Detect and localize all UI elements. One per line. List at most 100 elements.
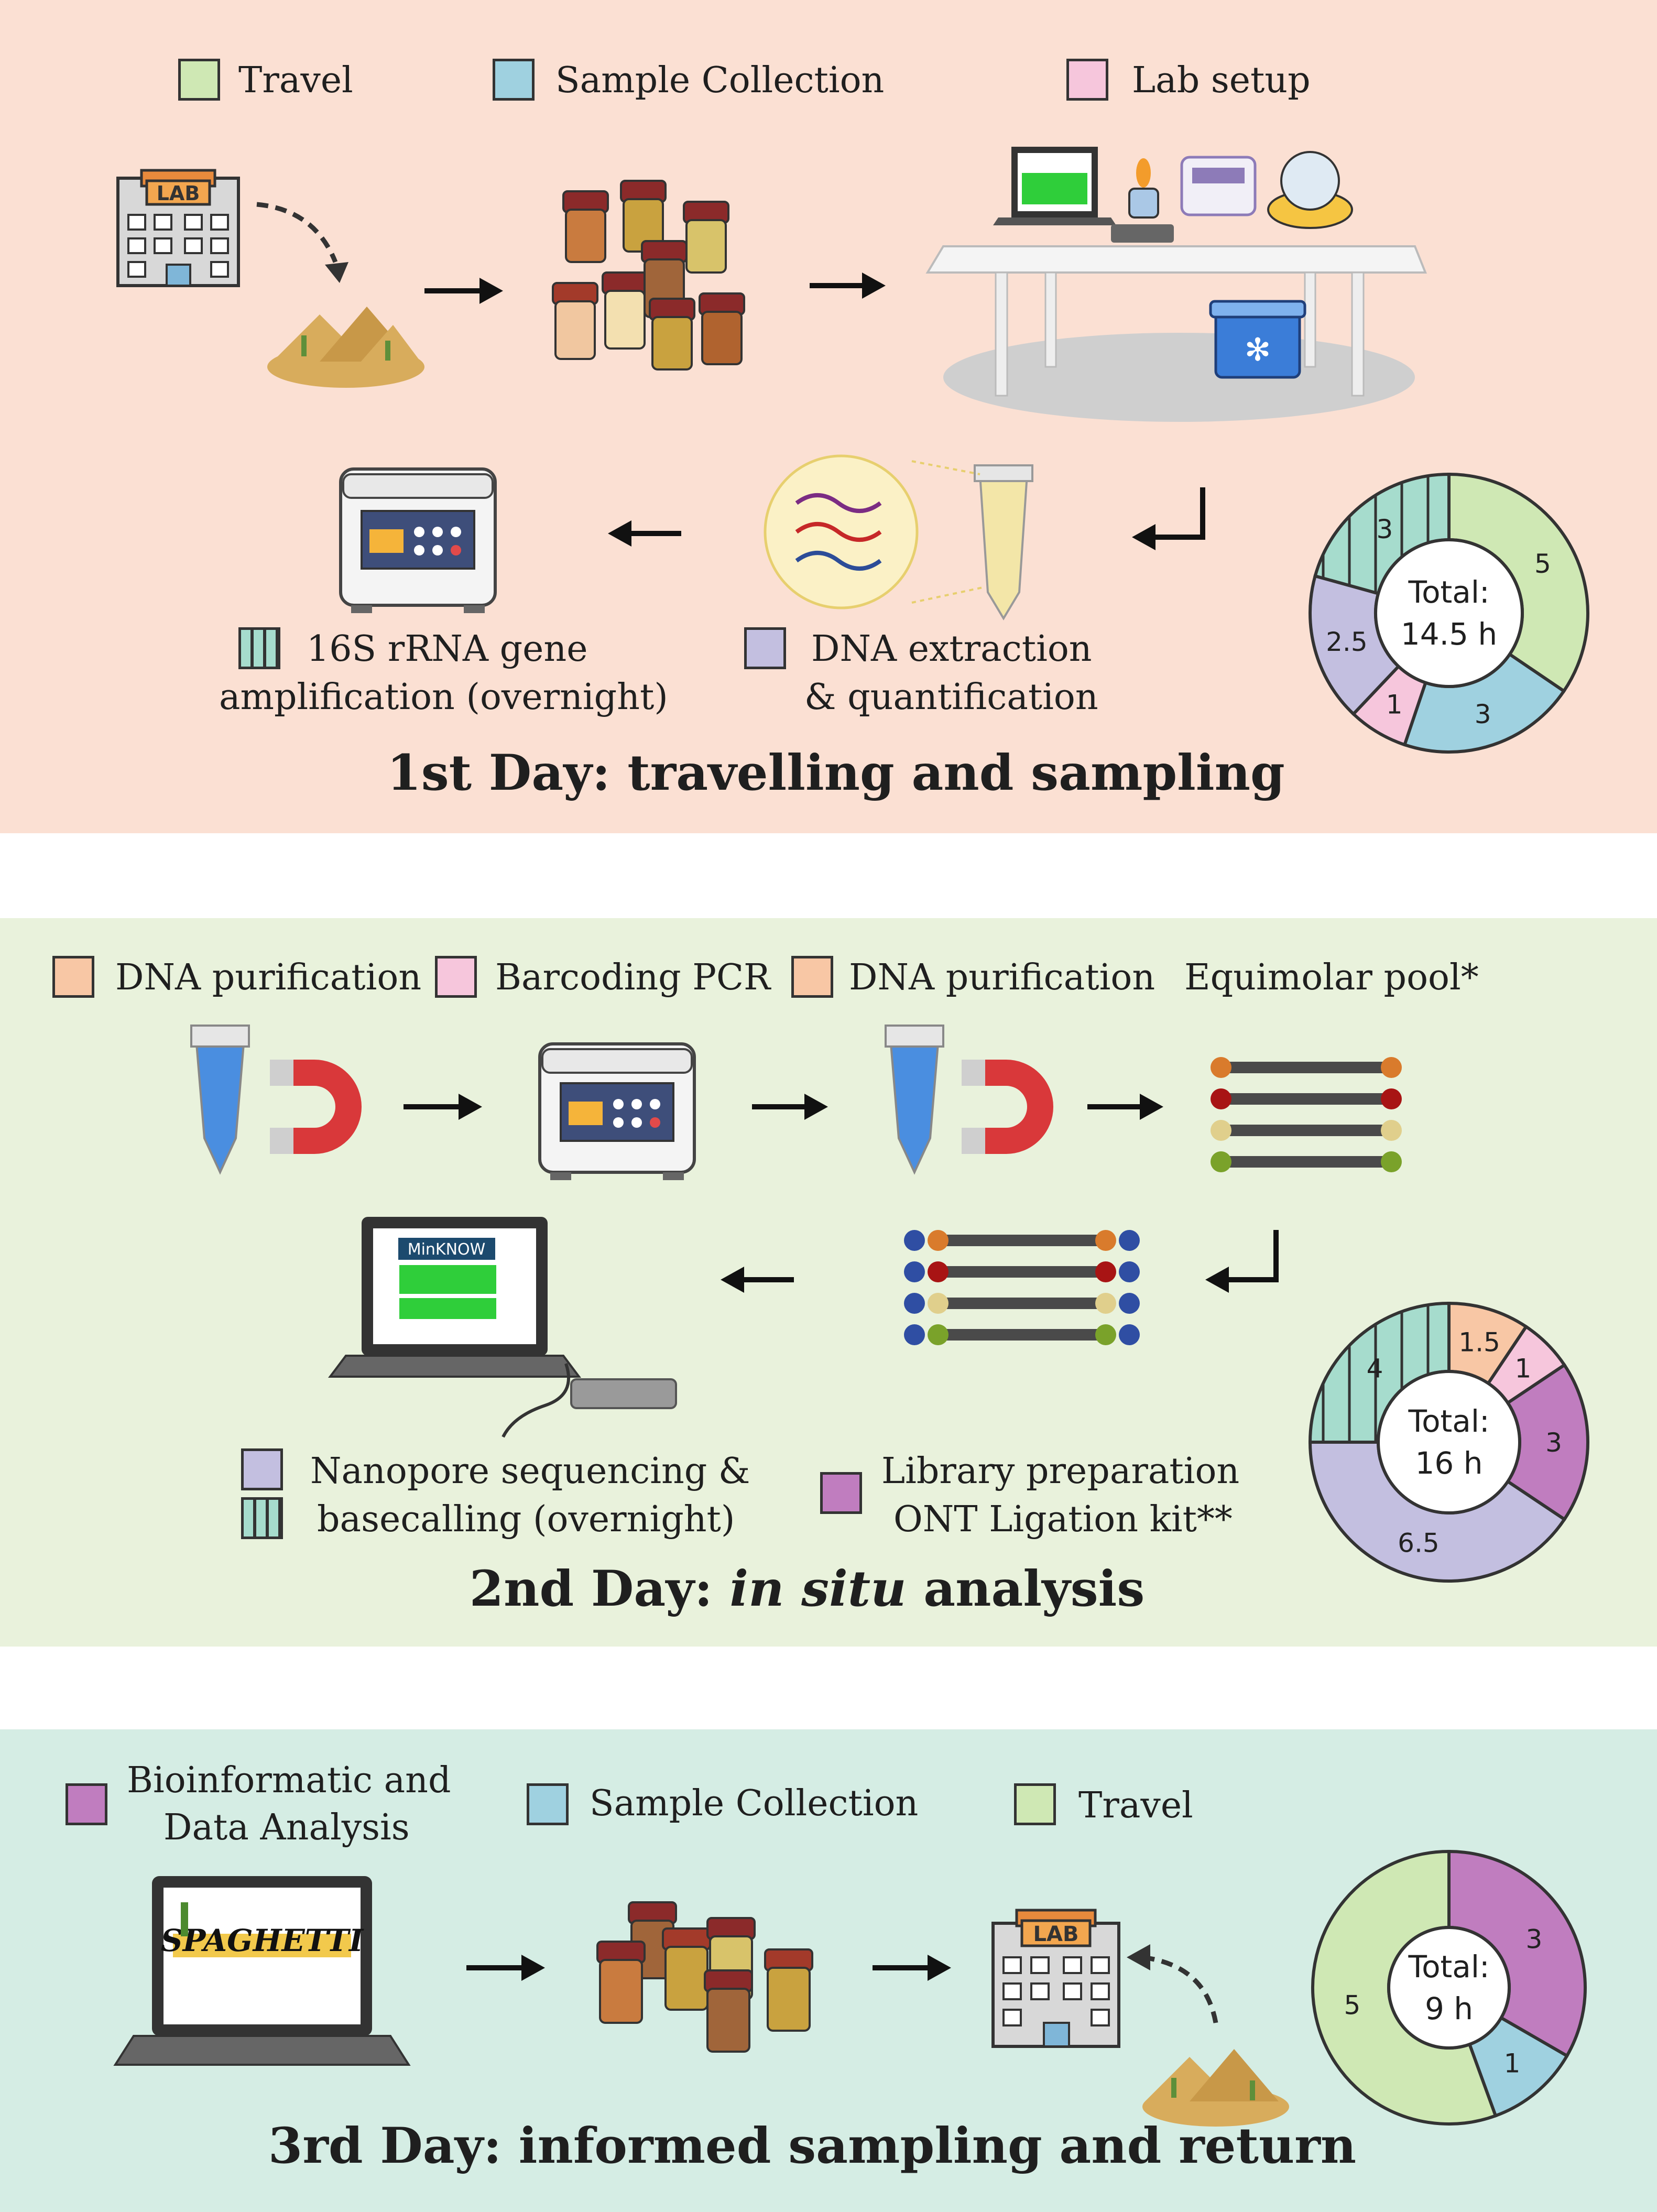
arrow-left-1	[608, 520, 681, 547]
legend-swatch-dna-purification-2	[791, 956, 833, 998]
legend-swatch-dna-purification-1	[52, 956, 94, 998]
day2-title-italic: in situ	[729, 1560, 907, 1618]
legend-label-sample-collection: Sample Collection	[555, 60, 885, 101]
lab-table-icon: ✻	[925, 147, 1427, 422]
label-nanopore-line2: basecalling (overnight)	[317, 1499, 735, 1540]
day1-panel: Travel Sample Collection Lab setup LAB	[0, 0, 1657, 833]
legend-swatch-barcoding	[435, 956, 477, 998]
donut-value-label: 3	[1377, 514, 1393, 544]
day3-donut-total-value: 9 h	[1424, 1991, 1474, 2026]
sample-jars-icon	[552, 180, 745, 371]
donut-value-label: 3	[1545, 1428, 1562, 1458]
donut-value-label: 1	[1504, 2048, 1521, 2079]
legend-label-equimolar-pool: Equimolar pool*	[1184, 957, 1479, 998]
day2-donut-total-value: 16 h	[1415, 1445, 1483, 1481]
arrow-corner-1	[1132, 487, 1205, 550]
legend-label-lab-setup: Lab setup	[1132, 60, 1311, 101]
sample-jars-icon	[596, 1901, 813, 2053]
day2-donut-total-label: Total:	[1408, 1403, 1490, 1439]
day2-donut-chart: 1.5 1 3 6.5 4	[1308, 1301, 1590, 1583]
arrow-right-5	[1087, 1094, 1163, 1120]
day1-donut-chart: 5 3 1 2.5 3	[1309, 472, 1589, 754]
arrow-right-4	[752, 1094, 828, 1120]
thermocycler-icon	[538, 1042, 696, 1180]
tube-icon	[885, 1025, 944, 1175]
arrow-right-3	[404, 1094, 482, 1120]
legend-swatch-nanopore	[241, 1448, 283, 1490]
donut-hole	[1374, 538, 1524, 688]
legend-swatch-travel	[178, 59, 220, 101]
day2-title-suffix: analysis	[906, 1560, 1145, 1618]
library-strands-icon	[904, 1230, 1140, 1345]
donut-value-label: 5	[1534, 549, 1551, 579]
legend-label-bio-line2: Data Analysis	[163, 1807, 410, 1848]
donut-value-label: 1.5	[1458, 1327, 1500, 1358]
return-arrowhead	[1127, 1944, 1150, 1970]
donut-value-label: 3	[1475, 699, 1491, 729]
day2-panel: DNA purification Barcoding PCR DNA purif…	[0, 918, 1657, 1647]
donut-value-label: 2.5	[1326, 627, 1368, 657]
sequencer-icon	[502, 1363, 677, 1438]
legend-label-travel-3: Travel	[1078, 1785, 1193, 1826]
day2-title: 2nd Day: in situ analysis	[470, 1560, 1145, 1618]
legend-swatch-lab-setup	[1066, 59, 1108, 101]
legend-label-sample-collection-3: Sample Collection	[590, 1783, 919, 1824]
donut-value-label: 4	[1367, 1354, 1383, 1384]
label-amplification-line1: 16S rRNA gene	[307, 628, 588, 670]
laptop-icon: MinKNOW	[328, 1217, 581, 1378]
laptop-icon: SPAGHETTI	[113, 1876, 411, 2066]
arrow-corner-2	[1205, 1230, 1279, 1293]
day3-donut-total-label: Total:	[1408, 1949, 1490, 1985]
legend-label-dna-purification-1: DNA purification	[115, 957, 422, 998]
label-library-line1: Library preparation	[881, 1451, 1240, 1492]
donut-value-label: 5	[1344, 1990, 1360, 2021]
dna-strands-icon	[1211, 1057, 1402, 1172]
legend-label-barcoding: Barcoding PCR	[495, 957, 771, 998]
svg-text:LAB: LAB	[1033, 1922, 1079, 1946]
legend-label-bio-line1: Bioinformatic and	[127, 1760, 451, 1801]
label-nanopore-line1: Nanopore sequencing &	[310, 1451, 750, 1492]
legend-label-dna-purification-2: DNA purification	[849, 957, 1155, 998]
legend-swatch-library	[820, 1472, 862, 1514]
donut-hole	[1387, 1926, 1511, 2050]
day3-panel: Bioinformatic and Data Analysis Sample C…	[0, 1729, 1657, 2212]
day1-illustrations: LAB	[116, 147, 1427, 620]
arrow-right-7	[873, 1955, 951, 1981]
donut-hole	[1377, 1370, 1521, 1514]
donut-value-label: 6.5	[1398, 1528, 1440, 1558]
desert-icon	[1142, 2049, 1289, 2127]
svg-text:✻: ✻	[1245, 332, 1271, 368]
day1-donut-total-value: 14.5 h	[1400, 616, 1498, 652]
day2-illustrations: MinKNOW	[190, 1025, 1402, 1438]
tube-icon	[190, 1025, 250, 1175]
dna-icon	[764, 454, 986, 609]
day1-donut-total-label: Total:	[1408, 574, 1490, 610]
donut-value-label: 1	[1386, 690, 1403, 720]
day3-donut-chart: 3 1 5	[1311, 1849, 1587, 2126]
day2-title-prefix: 2nd Day:	[469, 1560, 730, 1618]
label-amplification-line2: amplification (overnight)	[219, 677, 668, 718]
arrow-right-2	[810, 273, 886, 299]
legend-label-travel: Travel	[238, 60, 353, 101]
day3-title: 3rd Day: informed sampling and return	[268, 2117, 1357, 2175]
legend-swatch-basecalling	[241, 1497, 283, 1539]
desert-icon	[267, 307, 424, 388]
lab-building-icon: LAB	[116, 169, 240, 287]
label-extraction-line2: & quantification	[804, 677, 1098, 718]
minknow-label: MinKNOW	[408, 1240, 486, 1259]
donut-value-label: 3	[1525, 1924, 1542, 1954]
legend-swatch-dna-extraction	[744, 627, 786, 669]
spaghetti-logo: SPAGHETTI	[161, 1923, 364, 1958]
day1-title: 1st Day: travelling and sampling	[387, 744, 1285, 802]
lab-building-icon: LAB	[991, 1909, 1120, 2048]
label-library-line2: ONT Ligation kit**	[893, 1499, 1233, 1540]
day3-illustrations: SPAGHETTI	[113, 1876, 1289, 2127]
legend-swatch-sample-collection	[493, 59, 535, 101]
donut-value-label: 1	[1515, 1354, 1532, 1384]
legend-swatch-travel-3	[1014, 1783, 1056, 1825]
thermocycler-icon	[339, 467, 497, 613]
legend-swatch-sample-collection-3	[527, 1783, 569, 1825]
label-extraction-line1: DNA extraction	[811, 628, 1092, 670]
legend-swatch-amplification	[238, 627, 280, 669]
arrow-right-6	[466, 1955, 545, 1981]
